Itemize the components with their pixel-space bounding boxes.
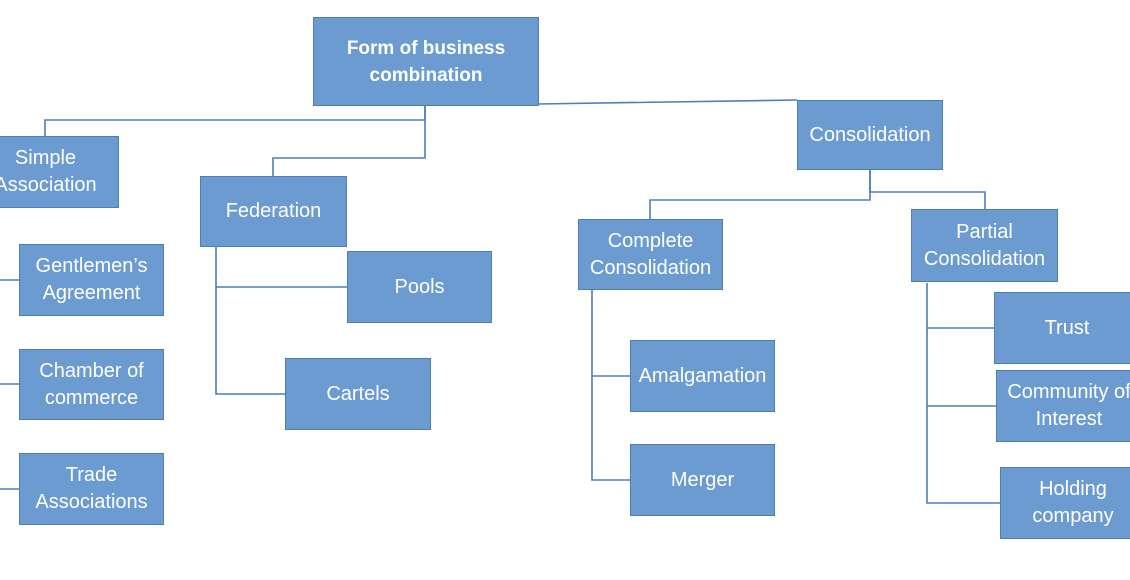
complete-consolidation-node: Complete Consolidation xyxy=(578,219,723,290)
trade-associations-node: Trade Associations xyxy=(19,453,164,525)
partial-consolidation-node: Partial Consolidation xyxy=(911,209,1058,282)
connector-simple-association-children xyxy=(0,279,20,490)
connector-root-to-consolidation xyxy=(537,99,798,105)
connector-root-to-federation xyxy=(272,106,426,176)
connector-complete-children xyxy=(591,290,630,481)
connector-partial-children xyxy=(926,283,1001,504)
root-node: Form of business combination xyxy=(313,17,539,106)
amalgamation-node: Amalgamation xyxy=(630,340,775,412)
holding-company-node: Holding company xyxy=(1000,467,1130,539)
cartels-node: Cartels xyxy=(285,358,431,430)
consolidation-node: Consolidation xyxy=(797,100,943,170)
connector-consolidation-to-partial xyxy=(869,170,986,209)
chamber-of-commerce-node: Chamber of commerce xyxy=(19,349,164,420)
pools-node: Pools xyxy=(347,251,492,323)
connector-root-to-simple-association xyxy=(44,106,426,136)
community-of-interest-node: Community of Interest xyxy=(996,370,1130,442)
simple-association-node: Simple Association xyxy=(0,136,119,208)
federation-node: Federation xyxy=(200,176,347,247)
connector-federation-children xyxy=(215,247,348,395)
connector-consolidation-to-complete xyxy=(649,170,871,219)
gentlemens-agreement-node: Gentlemen’s Agreement xyxy=(19,244,164,316)
trust-node: Trust xyxy=(994,292,1130,364)
merger-node: Merger xyxy=(630,444,775,516)
